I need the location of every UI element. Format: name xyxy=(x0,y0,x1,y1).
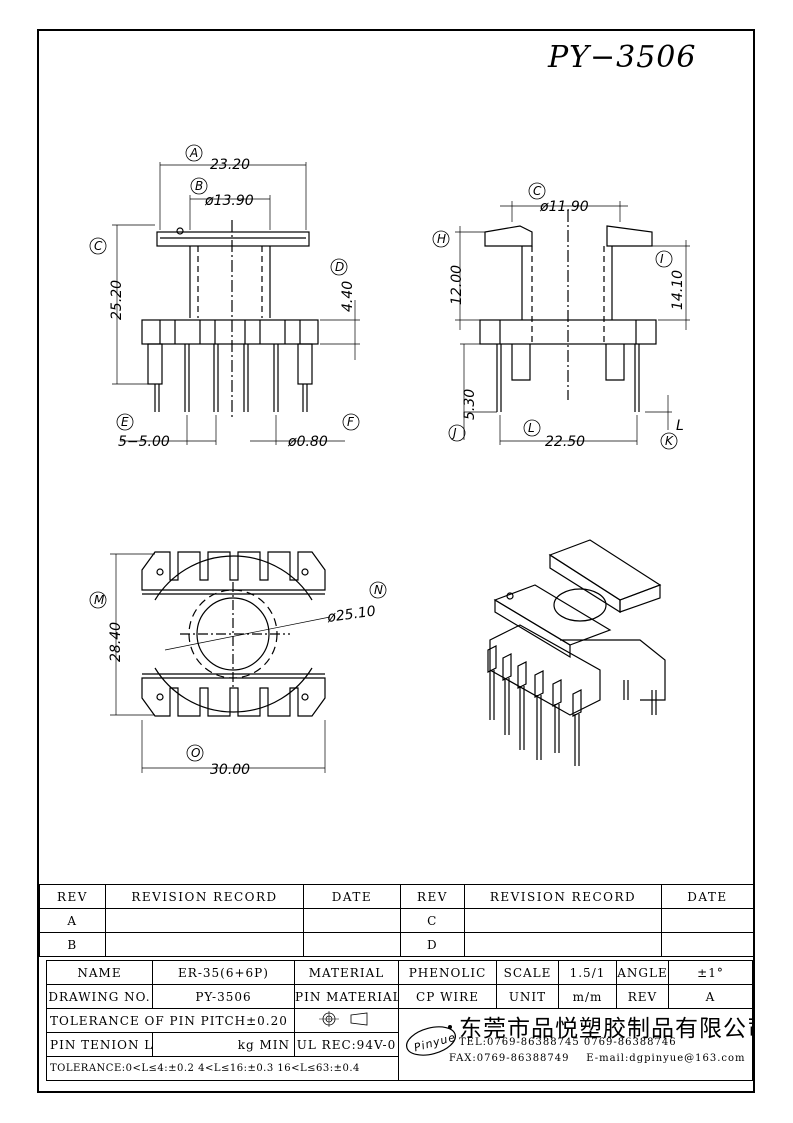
side-dim-c: ø11.90 xyxy=(539,199,589,215)
title-block: NAME ER-35(6+6P) MATERIAL PHENOLIC SCALE… xyxy=(46,960,753,1081)
projection-symbol xyxy=(294,1008,399,1033)
front-label-c: C xyxy=(94,239,103,253)
table-row: B D xyxy=(39,932,754,957)
title-block-row: DRAWING NO. PY-3506 PIN MATERIAL CP WIRE… xyxy=(46,984,753,1009)
front-dim-e: 5−5.00 xyxy=(118,434,170,450)
material-label: MATERIAL xyxy=(294,960,399,985)
projection-symbol-icon xyxy=(318,1011,367,1027)
side-dim-h: 12.00 xyxy=(449,265,465,305)
revision-header-row: REV REVISION RECORD DATE REV REVISION RE… xyxy=(39,884,754,909)
angle-value: ±1° xyxy=(668,960,753,985)
front-label-a: A xyxy=(189,146,198,160)
scale-value: 1.5/1 xyxy=(558,960,617,985)
technical-drawing: A 23.20 B ø13.90 C 25.20 D 4.40 E 5−5.00… xyxy=(89,144,690,778)
date-cell xyxy=(303,932,401,957)
part-number-title: PY−3506 xyxy=(548,40,697,75)
logo-text: Pinyue xyxy=(413,1031,458,1055)
bottom-label-n: N xyxy=(374,583,383,597)
side-view xyxy=(455,201,690,445)
pinyue-logo-icon: Pinyue xyxy=(406,1025,458,1056)
date-header: DATE xyxy=(303,884,401,909)
side-dim-l: 22.50 xyxy=(545,434,585,450)
front-dim-b: ø13.90 xyxy=(204,193,254,209)
date-cell xyxy=(661,908,754,933)
drawing-no-label: DRAWING NO. xyxy=(46,984,153,1009)
scale-label: SCALE xyxy=(496,960,559,985)
rev-cell: C xyxy=(400,908,465,933)
bottom-label-m: M xyxy=(94,593,105,607)
front-view xyxy=(112,162,360,445)
rev-cell: D xyxy=(400,932,465,957)
name-label: NAME xyxy=(46,960,153,985)
pin-material-label: PIN MATERIAL xyxy=(294,984,399,1009)
rev-cell: B xyxy=(39,932,106,957)
pin-tension-label: PIN TENION LOAD xyxy=(46,1032,153,1057)
ul-rec: UL REC:94V-0 xyxy=(294,1032,399,1057)
unit-value: m/m xyxy=(558,984,617,1009)
rev-header: REV xyxy=(400,884,465,909)
title-block-row: PIN TENION LOAD kg MIN UL REC:94V-0 xyxy=(46,1032,753,1057)
date-cell xyxy=(303,908,401,933)
side-label-k: K xyxy=(665,434,674,448)
title-block-row: TOLERANCE OF PIN PITCH±0.20 Pinyue 东莞市品悦… xyxy=(46,1008,753,1081)
front-label-d: D xyxy=(335,260,344,274)
company-fax: FAX:0769-86388749 xyxy=(449,1053,570,1064)
company-block: Pinyue 东莞市品悦塑胶制品有限公司 TEL:0769-86388745 0… xyxy=(398,1008,753,1081)
company-email: E-mail:dgpinyue@163.com xyxy=(586,1053,746,1064)
side-dim-i: 14.10 xyxy=(670,270,686,310)
company-telephone: TEL:0769-86388745 0769-86388746 xyxy=(459,1037,677,1048)
front-label-b: B xyxy=(195,179,203,193)
name-value: ER-35(6+6P) xyxy=(152,960,295,985)
rev-header: REV xyxy=(39,884,106,909)
rev-label: REV xyxy=(616,984,669,1009)
revision-record-header: REVISION RECORD xyxy=(464,884,662,909)
bottom-dim-n: ø25.10 xyxy=(325,603,376,626)
side-dim-k: L xyxy=(676,418,684,434)
front-dim-f: ø0.80 xyxy=(287,434,328,450)
title-block-row: TOLERANCE:0<L≤4:±0.2 4<L≤16:±0.3 16<L≤63… xyxy=(46,1056,753,1081)
record-cell xyxy=(105,932,304,957)
unit-label: UNIT xyxy=(496,984,559,1009)
bottom-label-o: O xyxy=(191,746,200,760)
drawing-frame xyxy=(37,29,755,1093)
angle-label: ANGLE xyxy=(616,960,669,985)
date-cell xyxy=(661,932,754,957)
revision-table: REV REVISION RECORD DATE REV REVISION RE… xyxy=(39,884,754,957)
rev-value: A xyxy=(668,984,753,1009)
material-value: PHENOLIC xyxy=(398,960,497,985)
record-cell xyxy=(464,932,662,957)
front-dim-a: 23.20 xyxy=(210,157,250,173)
revision-record-header: REVISION RECORD xyxy=(105,884,304,909)
bottom-dim-o: 30.00 xyxy=(210,762,250,778)
side-label-l: L xyxy=(528,421,535,435)
company-name: 东莞市品悦塑胶制品有限公司 xyxy=(459,1016,753,1042)
side-label-h: H xyxy=(437,232,446,246)
pinyue-logo: Pinyue xyxy=(403,1017,459,1064)
isometric-view xyxy=(487,539,666,766)
front-label-e: E xyxy=(121,415,129,429)
pin-tension-unit: kg MIN xyxy=(152,1032,295,1057)
general-tolerance: TOLERANCE:0<L≤4:±0.2 4<L≤16:±0.3 16<L≤63… xyxy=(46,1056,399,1081)
record-cell xyxy=(464,908,662,933)
drawing-no-value: PY-3506 xyxy=(152,984,295,1009)
side-label-i: I xyxy=(660,252,664,266)
side-label-j: J xyxy=(451,426,457,440)
side-dim-j: 5.30 xyxy=(462,389,478,420)
side-label-c: C xyxy=(533,184,542,198)
bottom-dim-m: 28.40 xyxy=(108,622,124,662)
front-label-f: F xyxy=(347,415,355,429)
company-fax-email: FAX:0769-86388749 E-mail:dgpinyue@163.co… xyxy=(449,1053,746,1064)
bottom-view xyxy=(110,551,331,773)
record-cell xyxy=(105,908,304,933)
rev-cell: A xyxy=(39,908,106,933)
title-block-row: NAME ER-35(6+6P) MATERIAL PHENOLIC SCALE… xyxy=(46,960,753,985)
pin-pitch-tolerance: TOLERANCE OF PIN PITCH±0.20 xyxy=(46,1008,295,1033)
front-dim-c: 25.20 xyxy=(109,280,125,320)
front-dim-d: 4.40 xyxy=(340,281,356,312)
pin-material-value: CP WIRE xyxy=(398,984,497,1009)
date-header: DATE xyxy=(661,884,754,909)
table-row: A C xyxy=(39,908,754,933)
